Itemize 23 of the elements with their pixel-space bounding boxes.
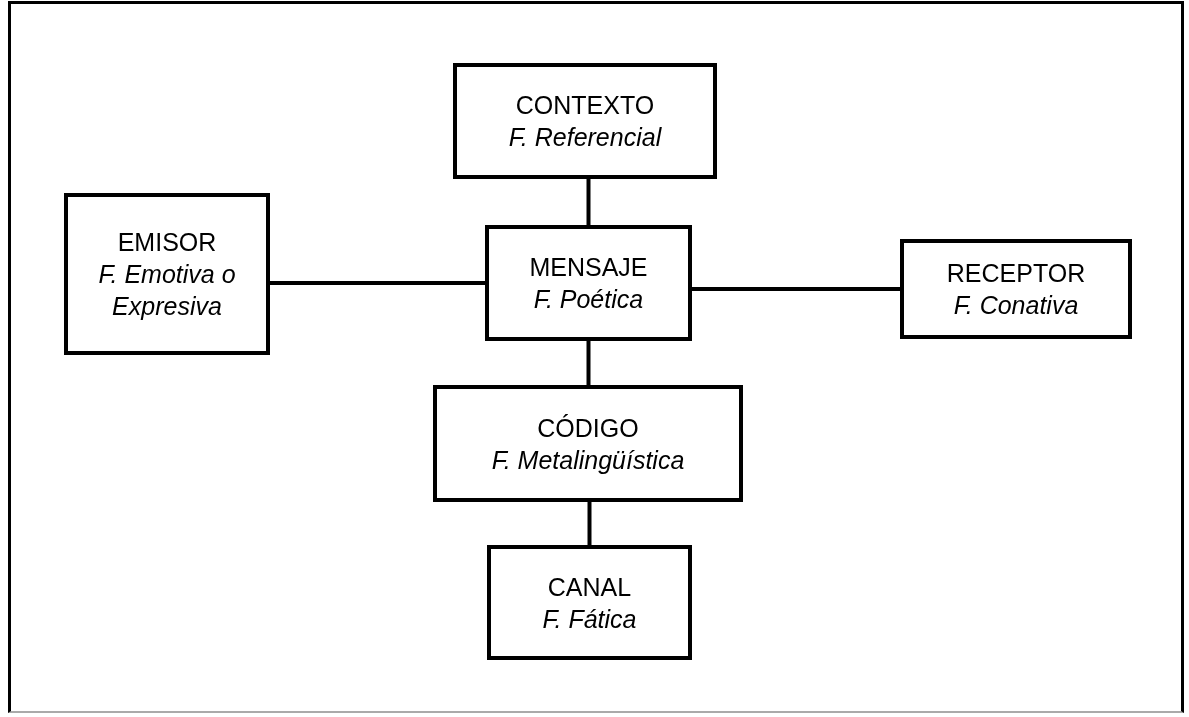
function-label: F. Fática (542, 603, 637, 635)
function-label: F. Referencial (508, 122, 662, 153)
connector-line (586, 179, 591, 225)
concept-box (900, 239, 1132, 339)
connector-line (587, 502, 592, 545)
box-heading: CANAL (547, 571, 632, 603)
box-heading: RECEPTOR (946, 258, 1086, 289)
box-heading: CÓDIGO (537, 412, 639, 444)
connector-line (586, 341, 591, 385)
box-heading: EMISOR (117, 227, 217, 258)
concept-box (485, 225, 692, 341)
function-label: F. Emotiva o Expresiva (97, 259, 237, 322)
concept-box (453, 63, 717, 179)
box-heading: CONTEXTO (515, 90, 655, 121)
concept-box (487, 545, 692, 660)
connector-line (270, 281, 485, 285)
concept-box (433, 385, 743, 502)
connector-line (692, 287, 900, 291)
function-label: F. Conativa (953, 290, 1079, 321)
box-heading: MENSAJE (529, 252, 648, 283)
concept-box (64, 193, 270, 355)
function-label: F. Poética (533, 284, 644, 315)
function-label: F. Metalingüística (491, 444, 685, 476)
